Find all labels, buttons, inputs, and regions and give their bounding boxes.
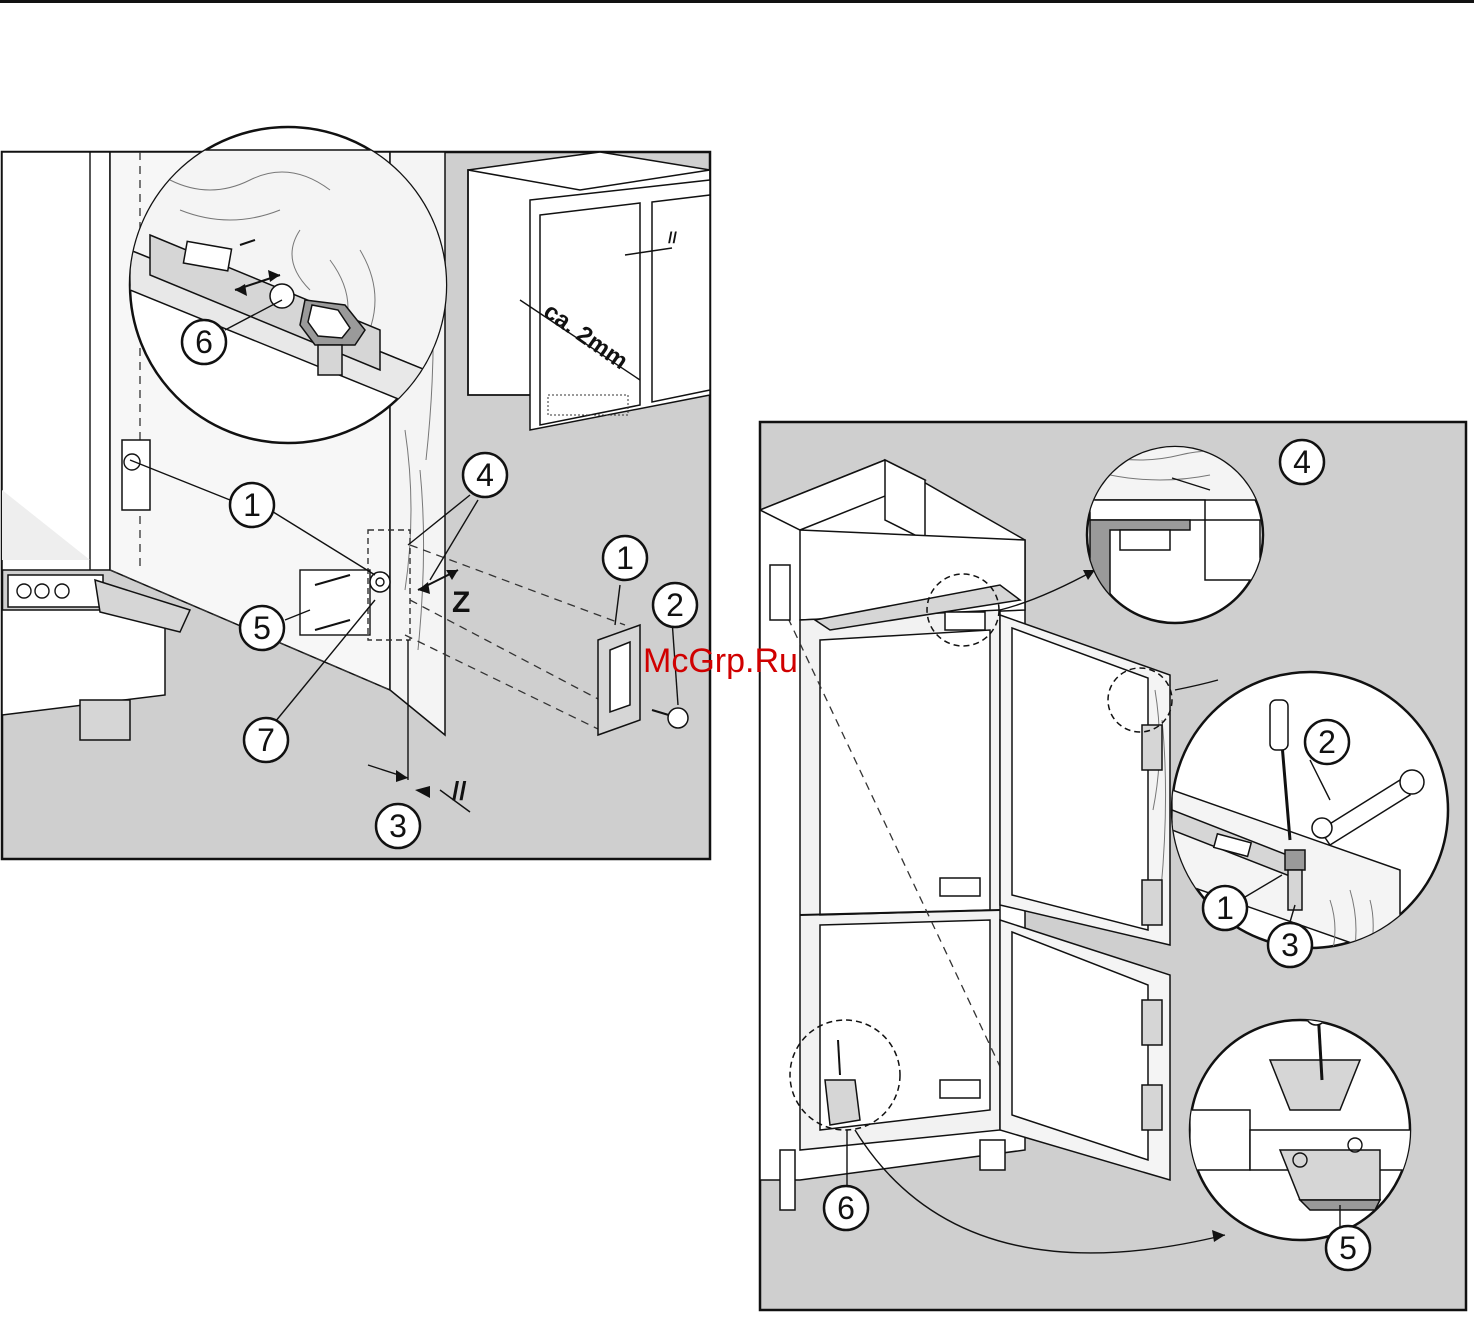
callout-left-1a: 1 xyxy=(230,483,274,527)
svg-text:6: 6 xyxy=(837,1190,855,1226)
svg-text:3: 3 xyxy=(1281,927,1299,963)
svg-text:1: 1 xyxy=(243,487,261,523)
callout-left-5: 5 xyxy=(240,606,284,650)
callout-left-2: 2 xyxy=(653,583,697,627)
svg-text:2: 2 xyxy=(666,587,684,623)
inset-cabinet-view: ca. 2mm // xyxy=(468,152,710,430)
magnifier-top-left xyxy=(130,127,450,443)
callout-left-6: 6 xyxy=(182,320,226,364)
svg-text:1: 1 xyxy=(616,540,634,576)
callout-right-5: 5 xyxy=(1326,1226,1370,1270)
callout-right-1: 1 xyxy=(1203,886,1247,930)
callout-left-1b: 1 xyxy=(603,536,647,580)
svg-text:2: 2 xyxy=(1318,724,1336,760)
svg-text:5: 5 xyxy=(1339,1230,1357,1266)
svg-text:4: 4 xyxy=(1293,444,1311,480)
watermark-text: McGrp.Ru xyxy=(643,642,798,680)
callout-right-3: 3 xyxy=(1268,923,1312,967)
svg-text:7: 7 xyxy=(257,722,275,758)
svg-text:4: 4 xyxy=(476,457,494,493)
right-panel: 4 2 1 3 6 5 xyxy=(760,422,1466,1310)
svg-text:6: 6 xyxy=(195,324,213,360)
svg-text:5: 5 xyxy=(253,610,271,646)
left-panel: Z // xyxy=(2,127,710,859)
callout-right-6: 6 xyxy=(824,1186,868,1230)
callout-left-7: 7 xyxy=(244,718,288,762)
gap-symbol-inset: // xyxy=(668,230,677,247)
z-label: Z xyxy=(452,586,470,619)
svg-text:3: 3 xyxy=(389,808,407,844)
callout-left-3: 3 xyxy=(376,804,420,848)
callout-left-4: 4 xyxy=(463,453,507,497)
callout-right-2: 2 xyxy=(1305,720,1349,764)
gap-symbol-left: // xyxy=(452,776,466,806)
callout-right-4: 4 xyxy=(1280,440,1324,484)
svg-text:1: 1 xyxy=(1216,890,1234,926)
